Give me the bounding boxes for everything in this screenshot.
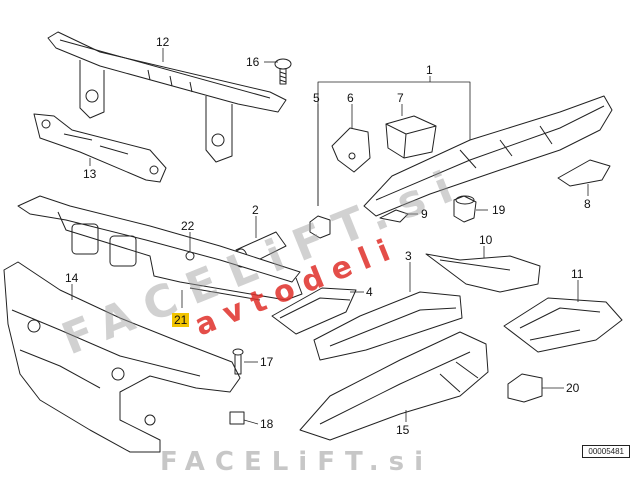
part-14-front-carrier [3, 261, 241, 453]
part-3-member [313, 291, 463, 361]
callout-16: 16 [246, 55, 260, 69]
callout-9: 9 [421, 207, 428, 221]
part-16-screw [274, 58, 292, 85]
part-18-clip [229, 411, 245, 425]
callout-22: 22 [181, 219, 195, 233]
part-13-bracket [33, 113, 167, 183]
part-15-floor-member [299, 331, 489, 441]
callout-4: 4 [366, 285, 373, 299]
watermark-bottom: FACELiFT.si [160, 447, 433, 477]
part-1-side-member [363, 95, 613, 217]
part-22-clip [185, 251, 195, 261]
callout-21: 21 [174, 313, 188, 327]
callout-11: 11 [571, 267, 584, 281]
callout-10: 10 [479, 233, 493, 247]
part-4-bracket [271, 287, 357, 335]
leader-lines [71, 48, 589, 425]
callout-13: 13 [83, 167, 97, 181]
callouts: 12 16 1 5 6 7 13 8 9 19 2 22 10 3 11 14 … [65, 35, 591, 437]
part-7-box [385, 115, 437, 159]
callout-17: 17 [260, 355, 274, 369]
callout-2: 2 [252, 203, 259, 217]
callout-19: 19 [492, 203, 506, 217]
part-20-bracket [507, 373, 543, 403]
part-12-upper-support [47, 31, 287, 163]
callout-18: 18 [260, 417, 274, 431]
callout-8: 8 [584, 197, 591, 211]
callout-14: 14 [65, 271, 79, 285]
callout-15: 15 [396, 423, 410, 437]
callout-21-highlight: 21 [172, 313, 189, 327]
callout-3: 3 [405, 249, 412, 263]
part-17-bolt [232, 348, 244, 375]
callout-5: 5 [313, 91, 320, 105]
part-11-panel [503, 297, 623, 353]
callout-7: 7 [397, 91, 404, 105]
part-19-mount [453, 195, 477, 223]
callout-6: 6 [347, 91, 354, 105]
callout-12: 12 [156, 35, 170, 49]
part-6-bracket [331, 127, 371, 173]
callout-1: 1 [426, 63, 433, 77]
part-5-clip [309, 215, 331, 239]
reference-number: 00005481 [582, 445, 630, 458]
part-10-shield [425, 253, 541, 293]
part-21-grille-frame [17, 195, 303, 301]
part-8-plate [557, 159, 611, 187]
callout-20: 20 [566, 381, 580, 395]
